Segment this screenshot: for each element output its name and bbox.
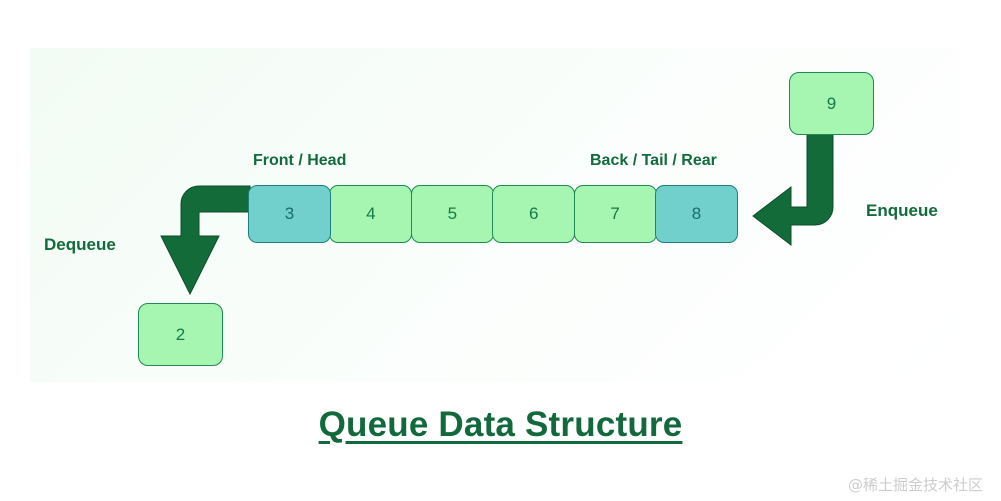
dequeue-value-box[interactable]: 2 bbox=[138, 303, 223, 366]
dequeue-label: Dequeue bbox=[44, 235, 116, 254]
queue-cell[interactable]: 6 bbox=[492, 185, 576, 243]
queue-cell-value: 8 bbox=[691, 204, 702, 223]
queue-cell[interactable]: 8 bbox=[655, 185, 739, 243]
enqueue-value-box[interactable]: 9 bbox=[789, 72, 874, 135]
queue-cell-value: 3 bbox=[284, 204, 295, 223]
queue-cell-value: 7 bbox=[610, 204, 620, 223]
diagram-title: Queue Data Structure bbox=[318, 405, 683, 444]
queue-cell-value: 5 bbox=[447, 204, 458, 223]
queue-cell[interactable]: 4 bbox=[329, 185, 413, 243]
dequeue-value: 2 bbox=[175, 324, 186, 344]
queue-cell-value: 6 bbox=[528, 204, 539, 223]
queue-cell[interactable]: 3 bbox=[248, 185, 331, 243]
watermark: @稀土掘金技术社区 bbox=[847, 476, 983, 494]
queue-cells: 3 4 5 6 7 8 bbox=[248, 185, 739, 243]
enqueue-value: 9 bbox=[826, 93, 837, 113]
enqueue-label: Enqueue bbox=[866, 201, 938, 220]
front-head-label: Front / Head bbox=[253, 152, 347, 169]
back-tail-rear-label: Back / Tail / Rear bbox=[590, 152, 717, 169]
queue-cell[interactable]: 7 bbox=[573, 185, 657, 243]
queue-cell-value: 4 bbox=[366, 204, 376, 223]
queue-cell[interactable]: 5 bbox=[410, 185, 494, 243]
